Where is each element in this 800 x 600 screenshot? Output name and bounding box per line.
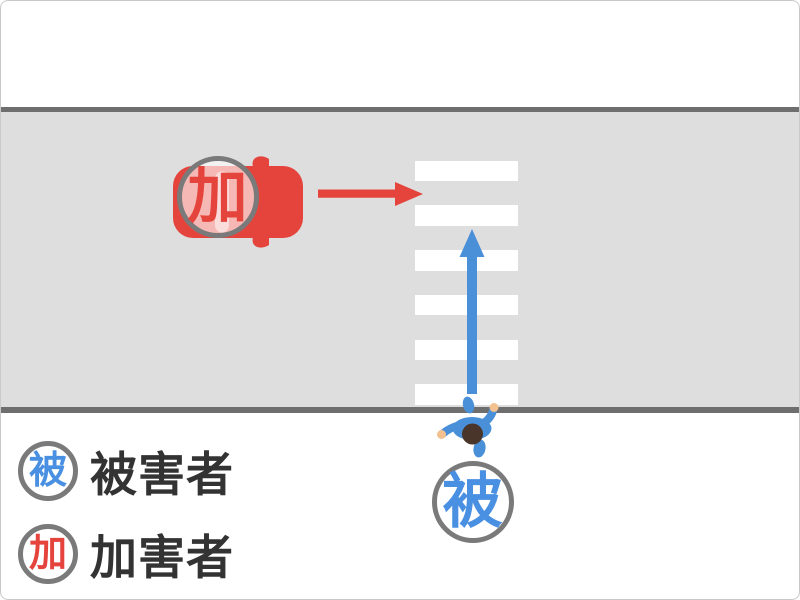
legend-victim-label: 被害者	[90, 448, 234, 501]
pedestrian-head	[462, 423, 483, 445]
crosswalk-stripe	[415, 384, 518, 405]
crosswalk-stripe	[415, 160, 518, 182]
legend-perpetrator-mark: 加	[28, 532, 67, 575]
legend-item-victim: 被 被害者	[18, 436, 234, 505]
legend: 被 被害者 加 加害者	[18, 436, 234, 588]
perpetrator-label-circle: 加	[176, 155, 259, 238]
pedestrian-torso	[452, 417, 492, 440]
legend-victim-mark: 被	[28, 449, 67, 492]
crosswalk-stripe	[415, 1, 518, 22]
perpetrator-mark: 加	[187, 162, 248, 230]
crosswalk-stripe	[415, 339, 518, 360]
perpetrator-mark-circle-icon: 加	[18, 523, 78, 584]
legend-perpetrator-label: 加害者	[90, 531, 234, 584]
victim-mark-circle-icon: 被	[18, 440, 78, 501]
pedestrian-arm	[439, 421, 464, 438]
victim-label-circle: 被	[431, 460, 514, 543]
crosswalk-stripe	[415, 205, 518, 226]
crosswalk-stripe	[415, 250, 518, 271]
victim-mark: 被	[442, 467, 503, 535]
legend-item-perpetrator: 加 加害者	[18, 519, 234, 588]
crosswalk-stripe	[415, 294, 518, 316]
pedestrian-hand	[437, 430, 446, 439]
pedestrian-foot	[473, 439, 486, 458]
road	[1, 107, 799, 413]
